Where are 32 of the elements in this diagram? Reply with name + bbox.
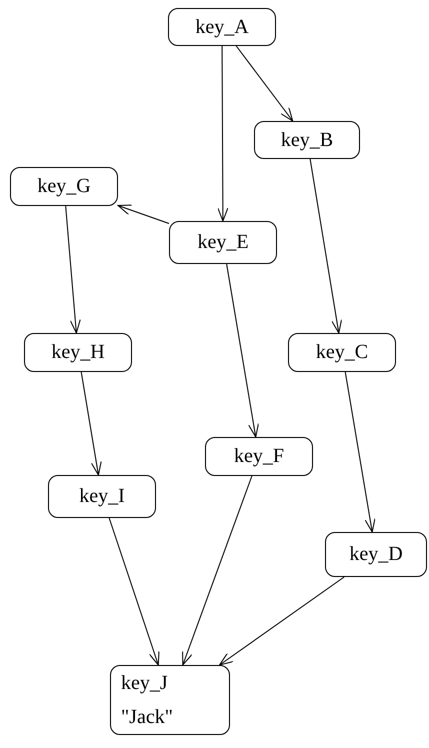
rounded-box (254, 121, 360, 159)
node-label: key_A (195, 16, 249, 38)
arrow (65, 206, 81, 334)
arrow (310, 158, 342, 334)
arrow (344, 372, 376, 532)
arrow (236, 46, 294, 122)
rounded-box (24, 333, 132, 372)
node-label: key_J (121, 672, 168, 694)
rounded-box (10, 167, 118, 206)
arrow (182, 476, 252, 666)
arrow (217, 46, 228, 222)
rounded-box (205, 437, 313, 476)
arrow (226, 264, 259, 438)
node-label: key_C (316, 341, 368, 364)
node-label: key_G (37, 175, 91, 198)
node-label: key_I (79, 485, 125, 508)
rounded-box (168, 8, 276, 46)
arrow (80, 372, 102, 476)
node-label: key_E (197, 231, 249, 254)
node-label: key_F (234, 445, 284, 468)
node-label: key_H (51, 341, 105, 364)
rounded-box (325, 532, 427, 577)
node-label: "Jack" (121, 706, 173, 728)
rounded-box (110, 665, 230, 735)
node-label: key_B (280, 128, 334, 152)
node-label: key_D (349, 543, 403, 566)
arrow (118, 204, 170, 224)
rounded-box (169, 221, 277, 264)
rounded-box (48, 475, 156, 518)
rounded-box (288, 333, 396, 372)
arrow (108, 518, 160, 666)
arrow (219, 576, 345, 666)
